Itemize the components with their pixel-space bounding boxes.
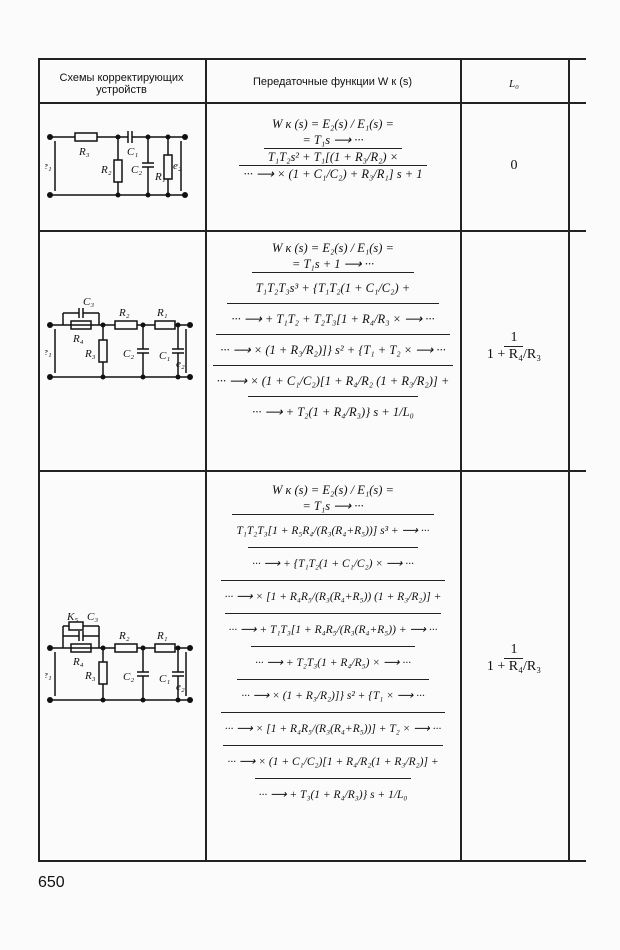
label-c1: C₁ [127, 146, 138, 158]
formula-line: ··· ⟶ × (1 + C₁/C₂)[1 + R₄/R₂(1 + R₃/R₂)… [223, 745, 443, 778]
label-r2: R₂ [118, 630, 130, 642]
formula-line: T₁T₂T₃[1 + R₅R₄/(R₃(R₄+R₅))] s³ + ⟶ ··· [232, 514, 434, 547]
label-r4: R₄ [72, 333, 84, 345]
formula-line: ··· ⟶ × [1 + R₄R₅/(R₃(R₄+R₅))] + T₂ × ⟶ … [220, 712, 446, 745]
formula-line: = T₁s + 1 ⟶ ··· [291, 257, 375, 271]
label-c1: C₁ [159, 673, 170, 685]
formula-line: ··· ⟶ + T₃(1 + R₄/R₃)} s + 1/L₀ [254, 778, 412, 811]
l0-numerator: 1 [504, 330, 524, 347]
label-e2: e₂ [176, 681, 185, 693]
label-r1: R₁ [156, 630, 168, 642]
label-c2: C₂ [131, 164, 142, 176]
formula-line: ··· ⟶ × (1 + R₃/R₂)]} s² + {T₁ + T₂ × ⟶ … [216, 334, 450, 365]
l0-denominator: 1 + R₄/R₃ [486, 347, 542, 362]
transfer-function-1: W к (s) = E₂(s) / E₁(s) = = T₁s ⟶ ··· T₁… [208, 116, 458, 182]
label-r2: R₂ [118, 307, 130, 319]
label-c3: C₃ [83, 296, 94, 308]
formula-line: ··· ⟶ + T₂(1 + R₄/R₃)} s + 1/L₀ [248, 396, 418, 427]
column-line [205, 58, 207, 860]
formula-line: = T₁s ⟶ ··· [302, 133, 364, 147]
label-r1: R₁ [156, 307, 168, 319]
label-c2: C₂ [123, 671, 134, 683]
header-divider [38, 102, 586, 104]
label-e2: e₂ [176, 358, 185, 370]
formula-line: ··· ⟶ + {T₁T₂(1 + C₁/C₂) × ⟶ ··· [248, 547, 418, 580]
column-line [38, 58, 40, 860]
formula-line: W к (s) = E₂(s) / E₁(s) = [271, 241, 394, 255]
label-c2: C₂ [123, 348, 134, 360]
formula-line: ··· ⟶ × (1 + R₃/R₂)]} s² + {T₁ × ⟶ ··· [237, 679, 429, 712]
label-e1: e₁ [45, 346, 52, 358]
header-schemes: Схемы корректирующих устройств [59, 72, 184, 96]
formula-line: T₁T₂s² + T₁[(1 + R₃/R₂) × [263, 148, 403, 165]
formula-line: ··· ⟶ × [1 + R₄R₅/(R₃(R₄+R₅)) (1 + R₃/R₂… [220, 580, 446, 613]
label-r4: R₄ [72, 656, 84, 668]
formula-line: W к (s) = E₂(s) / E₁(s) = [271, 483, 394, 497]
label-k5: K₅ [66, 612, 78, 623]
page-number: 650 [38, 874, 65, 891]
transfer-function-3: W к (s) = E₂(s) / E₁(s) = = T₁s ⟶ ··· T₁… [208, 482, 458, 811]
header-l0: L₀ [509, 78, 519, 90]
formula-line: W к (s) = E₂(s) / E₁(s) = [271, 117, 394, 131]
l0-numerator: 1 [504, 642, 524, 659]
circuit-diagram-2: C₃ R₄ R₂ R₁ R₃ C₂ C₁ e₁ e₂ [45, 296, 193, 380]
label-e2: e₂ [173, 160, 182, 172]
l0-denominator: 1 + R₄/R₃ [486, 659, 542, 674]
label-c3: C₃ [87, 612, 98, 623]
formula-line: = T₁s ⟶ ··· [302, 499, 364, 513]
table-bottom-border [38, 860, 586, 862]
label-r3: R₃ [84, 670, 96, 682]
row-divider [38, 230, 586, 232]
l0-value-1: 0 [510, 158, 518, 173]
formula-line: ··· ⟶ × (1 + C₁/C₂)[1 + R₄/R₂ (1 + R₃/R₂… [212, 365, 454, 396]
formula-line: ··· ⟶ + T₂T₃(1 + R₄/R₅) × ⟶ ··· [251, 646, 415, 679]
header-transfer-functions: Передаточные функции W к (s) [252, 76, 413, 88]
circuit-diagram-1: R₃ R₂ C₁ C₂ R₁ e₁ e₂ [45, 131, 188, 198]
label-e1: e₁ [45, 669, 52, 681]
label-c1: C₁ [159, 350, 170, 362]
label-r3: R₃ [84, 348, 96, 360]
circuit-diagram-3: K₅ C₃ R₄ R₂ R₁ R₃ C₂ C₁ e₁ e₂ [45, 612, 193, 703]
label-e1: e₁ [45, 160, 52, 172]
table-top-border [38, 58, 586, 60]
transfer-function-2: W к (s) = E₂(s) / E₁(s) = = T₁s + 1 ⟶ ··… [208, 240, 458, 427]
column-line [568, 58, 570, 860]
label-r3: R₃ [78, 146, 90, 158]
formula-line: ··· ⟶ + T₁T₂ + T₂T₃[1 + R₄/R₃ × ⟶ ··· [227, 303, 439, 334]
label-r2: R₂ [100, 164, 112, 176]
column-line [460, 58, 462, 860]
row-divider [38, 470, 586, 472]
formula-line: ··· ⟶ + T₁T₃[1 + R₄R₅/(R₃(R₄+R₅)) + ⟶ ··… [224, 613, 442, 646]
label-r1: R₁ [154, 171, 166, 183]
formula-line: ··· ⟶ × (1 + C₁/C₂) + R₃/R₁] s + 1 [239, 165, 427, 182]
formula-line: T₁T₂T₃s³ + {T₁T₂(1 + C₁/C₂) + [251, 272, 415, 303]
